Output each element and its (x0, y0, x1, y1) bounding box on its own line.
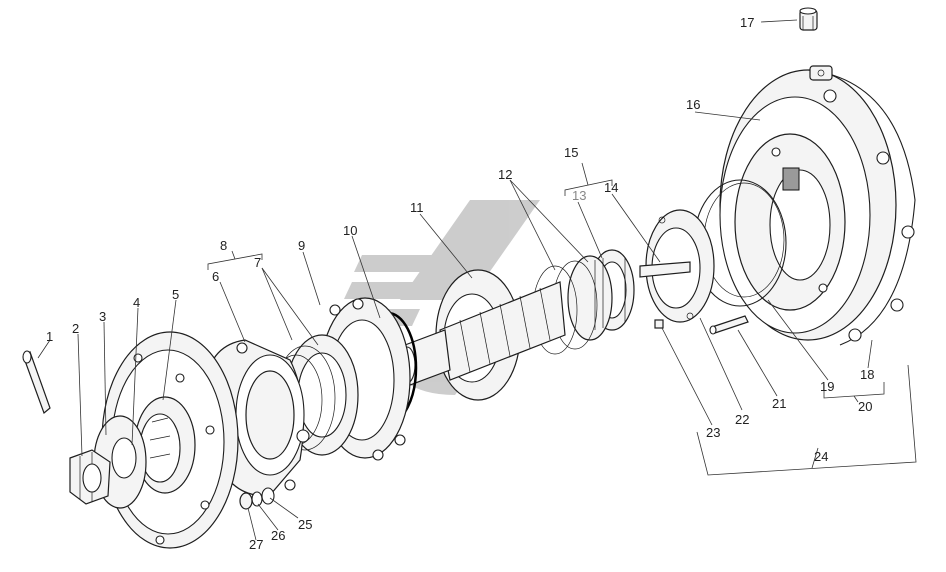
leader-lines (37, 19, 873, 541)
callout-13: 13 (572, 188, 586, 203)
callout-14: 14 (604, 180, 618, 195)
callout-25: 25 (298, 517, 312, 532)
callout-7: 7 (254, 255, 261, 270)
group-brackets (207, 162, 917, 476)
callout-4: 4 (133, 295, 140, 310)
callout-18: 18 (860, 367, 874, 382)
part-16-housing (719, 65, 916, 346)
part-25-27-fasteners (239, 487, 275, 510)
callout-5: 5 (172, 287, 179, 302)
part-23-bolt (654, 319, 664, 329)
callout-11: 11 (410, 200, 424, 215)
callout-2: 2 (72, 321, 79, 336)
part-11-splined-shaft (398, 269, 566, 401)
callout-23: 23 (706, 425, 720, 440)
callout-22: 22 (735, 412, 749, 427)
callout-21: 21 (772, 396, 786, 411)
callout-3: 3 (99, 309, 106, 324)
callout-15: 15 (564, 145, 578, 160)
callout-16: 16 (686, 97, 700, 112)
callout-1: 1 (46, 329, 53, 344)
callout-9: 9 (298, 238, 305, 253)
callout-8: 8 (220, 238, 227, 253)
part-2-castle-nut (69, 449, 111, 505)
callout-24: 24 (814, 449, 828, 464)
part-17-plug (799, 7, 818, 31)
callout-10: 10 (343, 223, 357, 238)
callout-20: 20 (858, 399, 872, 414)
part-12-13-splined-rings (532, 249, 635, 355)
part-21-pin (709, 315, 749, 335)
callout-6: 6 (212, 269, 219, 284)
part-14-shaft (639, 261, 691, 278)
part-1-cotter-pin (22, 350, 51, 415)
callout-27: 27 (249, 537, 263, 552)
callout-labels: 1 2 3 4 5 6 7 8 9 10 11 12 13 14 15 16 1… (46, 15, 874, 552)
callout-17: 17 (740, 15, 754, 30)
callout-19: 19 (820, 379, 834, 394)
callout-12: 12 (498, 167, 512, 182)
callout-26: 26 (271, 528, 285, 543)
